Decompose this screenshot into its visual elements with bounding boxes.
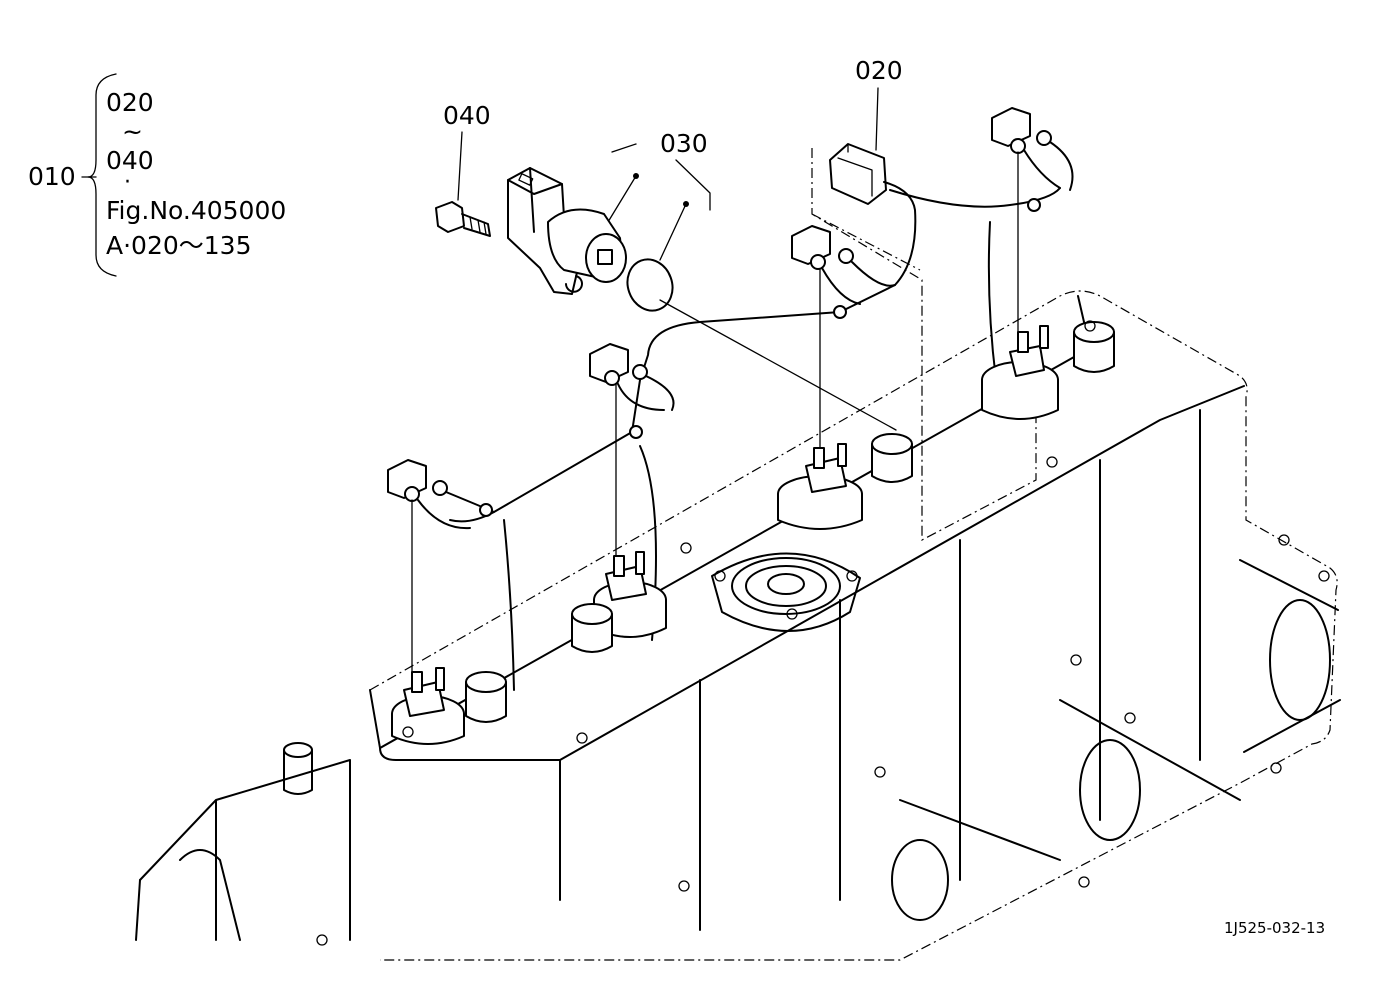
legend-fig-range: A·020〜135 (106, 231, 251, 260)
parts-legend: 010 020 ~ 040 · Fig.No.405000 A·020〜135 (28, 73, 286, 277)
callout-label-030: 030 (660, 129, 708, 158)
legend-fig-reference: Fig.No.405000 (106, 196, 286, 225)
legend-from-part: 020 (106, 88, 154, 117)
callout-leader-030-oring (659, 203, 687, 261)
legend-dot: · (124, 170, 131, 195)
callout-leader-020 (875, 87, 879, 151)
callout-leader-030-sensor (607, 175, 637, 223)
exhaust-ports (891, 599, 1331, 921)
harness-main-connector (829, 143, 887, 205)
legend-to-part: 040 (106, 146, 154, 175)
callout-bolt: 040 (443, 101, 491, 201)
legend-range-mark: ~ (122, 117, 143, 146)
callout-leader-040 (457, 131, 463, 201)
injector-seat-4 (391, 667, 465, 745)
oring-part-030 (626, 258, 674, 312)
bolt-part-040 (435, 201, 491, 237)
harness-part-020 (387, 107, 1074, 530)
thermostat-housing (711, 552, 861, 632)
callout-dot-030-sensor (633, 173, 639, 179)
harness-branch-left (449, 431, 633, 523)
injector-seat-2 (777, 443, 863, 530)
harness-terminal-4 (387, 459, 495, 530)
harness-terminal-2 (791, 225, 896, 305)
sensor-part-030 (507, 167, 627, 295)
harness-trunk (639, 181, 917, 381)
bolt-holes (316, 320, 1330, 946)
callout-harness: 020 (855, 56, 903, 151)
harness-terminal-3 (589, 343, 675, 411)
callout-dot-030-oring (683, 201, 689, 207)
injector-seat-1 (981, 325, 1059, 420)
callout-bracket-030 (611, 143, 711, 211)
drawing-id: 1J525-032-13 (1224, 919, 1325, 937)
callout-label-040: 040 (443, 101, 491, 130)
assembly-guide-lines (411, 148, 1037, 691)
rocker-posts (283, 321, 1115, 795)
legend-group-number: 010 (28, 162, 76, 191)
callout-sensor-kit: 030 (607, 129, 711, 261)
harness-branch-right (889, 187, 1061, 208)
cylinder-head (135, 290, 1341, 961)
callout-label-020: 020 (855, 56, 903, 85)
harness-terminal-1 (991, 107, 1074, 191)
legend-brace (87, 73, 117, 277)
